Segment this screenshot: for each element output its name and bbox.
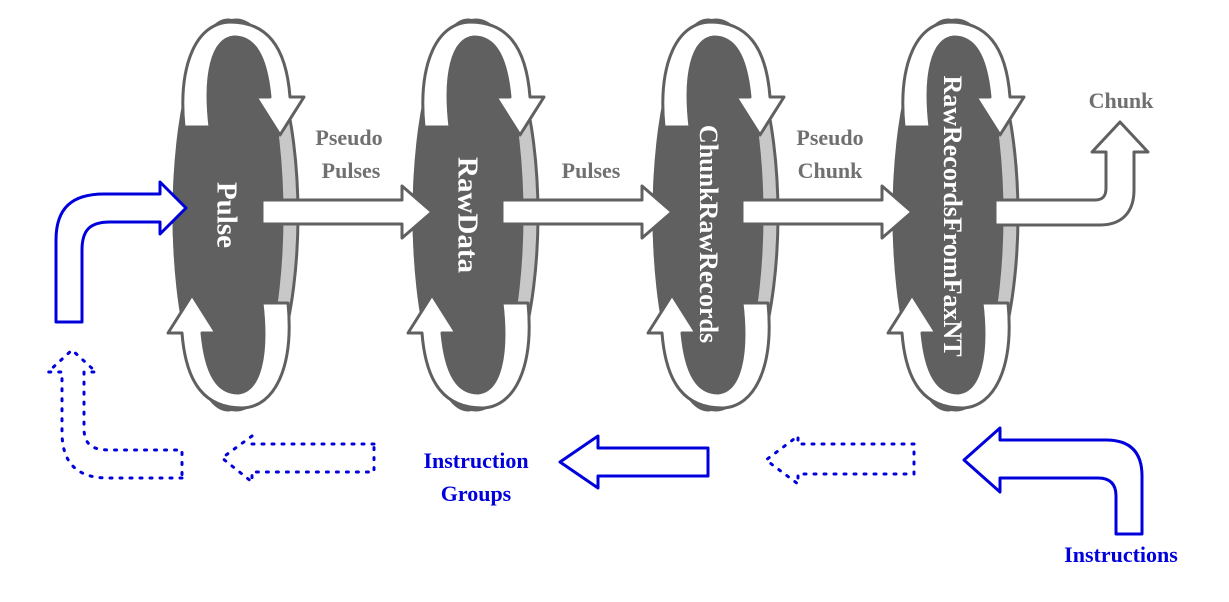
instruction-groups-arrow <box>558 434 710 490</box>
edge-label-pseudo-pulses-line2: Pulses <box>322 158 381 183</box>
edge-label-pseudo-chunk-line2: Chunk <box>798 158 864 183</box>
input-arrow-to-pulse <box>54 180 188 324</box>
instruction-groups-label-line2: Groups <box>441 481 512 506</box>
dotted-arrow-right-straight <box>763 433 916 487</box>
dotted-arrow-left-bent <box>44 347 184 480</box>
edge-label-pulses: Pulses <box>562 158 621 183</box>
node-label-rawdata: RawData <box>451 157 483 273</box>
edge-label-pseudo-chunk-line1: Pseudo <box>796 125 863 150</box>
output-label-chunk: Chunk <box>1089 88 1155 113</box>
dotted-arrow-left-straight <box>219 433 376 486</box>
node-label-rawrecordsfromfaxnt: RawRecordsFromFaxNT <box>938 75 967 356</box>
instructions-label: Instructions <box>1064 542 1178 567</box>
instruction-groups-label-line1: Instruction <box>423 448 528 473</box>
output-arrow <box>993 120 1150 227</box>
node-label-chunkrawrecords: ChunkRawRecords <box>694 125 723 343</box>
edge-label-pseudo-pulses-line1: Pseudo <box>315 125 382 150</box>
node-label-pulse: Pulse <box>210 182 242 248</box>
instructions-arrow <box>962 426 1144 536</box>
